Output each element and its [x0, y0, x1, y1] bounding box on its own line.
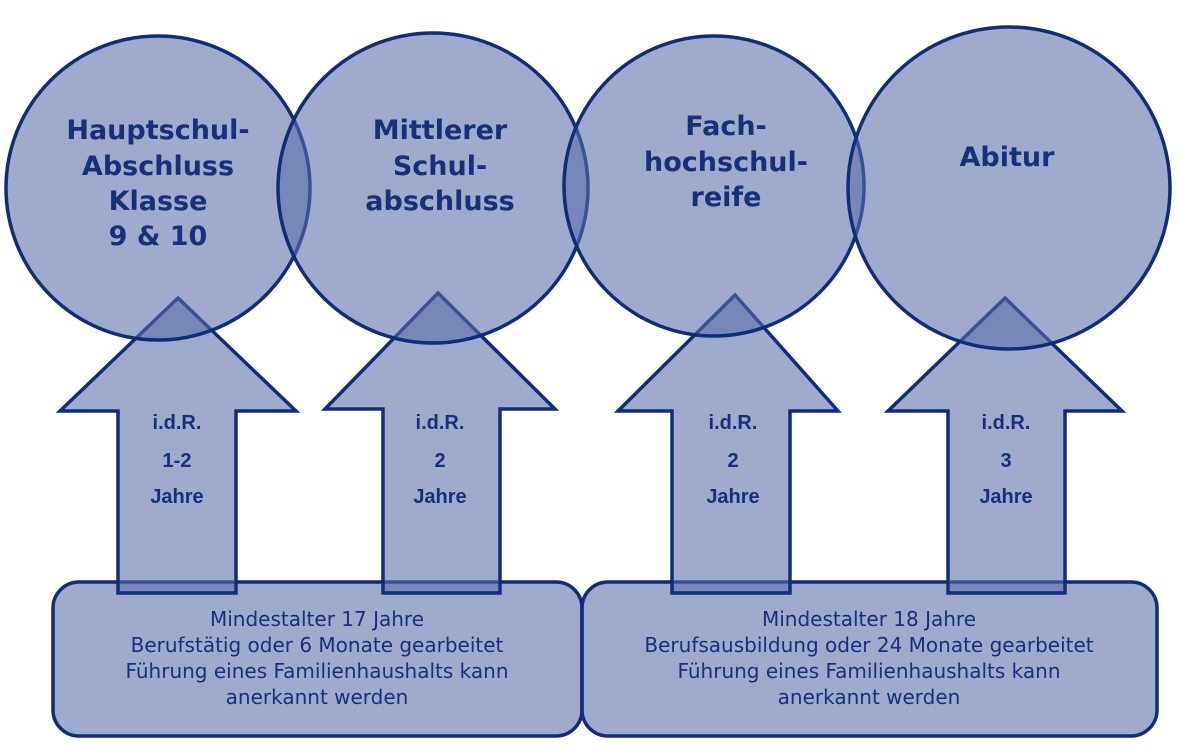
arrow-4 [883, 295, 1127, 595]
circle-1-line-1: Hauptschul- [66, 115, 249, 146]
arrow-3-value: 2 [727, 450, 738, 472]
arrow-3 [613, 292, 842, 595]
circle-1-line-2: Abschluss [82, 151, 234, 182]
circle-4-line-1: Abitur [960, 142, 1056, 173]
arrow-1-value: 1-2 [163, 450, 192, 472]
box-1-line-1: Mindestalter 17 Jahre [210, 607, 424, 631]
circle-abitur [846, 25, 1172, 351]
circle-1-line-3: Klasse [109, 186, 208, 217]
circle-2-line-3: abschluss [365, 186, 514, 217]
box-2-line-1: Mindestalter 18 Jahre [762, 607, 976, 631]
circle-3-line-3: reife [691, 182, 762, 213]
box-1-line-4: anerkannt werden [226, 685, 409, 709]
circle-3-line-1: Fach- [685, 111, 767, 142]
box-2-line-4: anerkannt werden [778, 685, 961, 709]
box-1-line-2: Berufstätig oder 6 Monate gearbeitet [131, 633, 504, 657]
box-2-line-3: Führung eines Familienhaushalts kann [677, 659, 1060, 683]
circle-1-line-4: 9 & 10 [109, 221, 208, 252]
arrow-4-unit: Jahre [979, 486, 1032, 508]
arrow-3-label: i.d.R. [709, 412, 758, 434]
circle-2-line-2: Schul- [393, 151, 487, 182]
arrow-4-label: i.d.R. [982, 412, 1031, 434]
arrow-2 [320, 290, 560, 595]
arrow-1-label: i.d.R. [153, 412, 202, 434]
circle-2-line-1: Mittlerer [373, 115, 508, 146]
requirements-box-right [580, 580, 1159, 738]
arrow-3-unit: Jahre [706, 486, 759, 508]
arrow-1-unit: Jahre [150, 486, 203, 508]
arrow-2-label: i.d.R. [416, 412, 465, 434]
arrow-2-value: 2 [434, 450, 445, 472]
arrow-1 [55, 295, 301, 595]
box-1-line-3: Führung eines Familienhaushalts kann [125, 659, 508, 683]
box-2-line-2: Berufsausbildung oder 24 Monate gearbeit… [644, 633, 1093, 657]
arrow-4-value: 3 [1000, 450, 1011, 472]
arrow-2-unit: Jahre [413, 486, 466, 508]
circle-3-line-2: hochschul- [644, 147, 808, 178]
